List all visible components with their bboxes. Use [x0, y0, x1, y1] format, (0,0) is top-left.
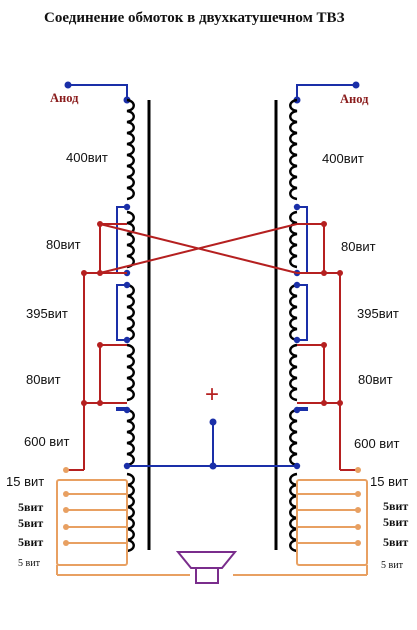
- left-label-5a: 5вит: [18, 500, 43, 514]
- right-winding-labels: 400вит 80вит 395вит 80вит 600 вит 15 вит…: [322, 151, 408, 571]
- right-label-5a: 5вит: [383, 499, 408, 513]
- left-label-5c: 5вит: [18, 535, 43, 549]
- left-label-15: 15 вит: [6, 474, 44, 489]
- left-coil-80a: [126, 210, 135, 269]
- left-label-80a: 80вит: [46, 237, 81, 252]
- left-coil-400: [126, 98, 135, 201]
- cross-nodes: [81, 221, 343, 406]
- right-label-5c: 5вит: [383, 535, 408, 549]
- anode-right-label: Анод: [340, 92, 369, 106]
- left-winding-labels: 400вит 80вит 395вит 80вит 600 вит 15 вит…: [6, 150, 108, 569]
- left-coil-heater: [126, 472, 135, 553]
- tap-wires: [56, 479, 368, 576]
- right-label-5d: 5 вит: [381, 560, 404, 571]
- left-coil-600: [126, 408, 135, 467]
- right-coil-395: [289, 283, 298, 342]
- left-label-400: 400вит: [66, 150, 108, 165]
- section-jumpers: [116, 206, 308, 411]
- left-label-80b: 80вит: [26, 372, 61, 387]
- right-coil-heater: [289, 472, 298, 553]
- anode-left-label: Анод: [50, 91, 79, 105]
- right-coil-80a: [289, 210, 298, 269]
- right-label-15: 15 вит: [370, 474, 408, 489]
- right-label-395: 395вит: [357, 306, 399, 321]
- right-label-80b: 80вит: [358, 372, 393, 387]
- right-coil-400: [289, 98, 298, 201]
- anode-leads: [64, 81, 360, 104]
- right-coil-600: [289, 408, 298, 467]
- right-label-80a: 80вит: [341, 239, 376, 254]
- right-coil-stack: [289, 98, 298, 553]
- speaker-icon: [175, 551, 238, 584]
- right-label-400: 400вит: [322, 151, 364, 166]
- section-nodes: [123, 203, 301, 414]
- left-label-5b: 5вит: [18, 516, 43, 530]
- tap-nodes: [63, 467, 361, 546]
- right-coil-80b: [289, 343, 298, 402]
- right-label-600: 600 вит: [354, 436, 399, 451]
- plus-polarity-mark: +: [205, 381, 219, 408]
- right-label-5b: 5вит: [383, 515, 408, 529]
- left-coil-80b: [126, 343, 135, 402]
- left-label-600: 600 вит: [24, 434, 69, 449]
- left-coil-395: [126, 283, 135, 342]
- left-label-395: 395вит: [26, 306, 68, 321]
- cross-connections: [66, 223, 358, 471]
- center-bus: [123, 418, 301, 470]
- diagram-title: Соединение обмоток в двухкатушечном ТВЗ: [44, 10, 345, 26]
- left-coil-stack: [126, 98, 135, 553]
- left-label-5d: 5 вит: [18, 558, 41, 569]
